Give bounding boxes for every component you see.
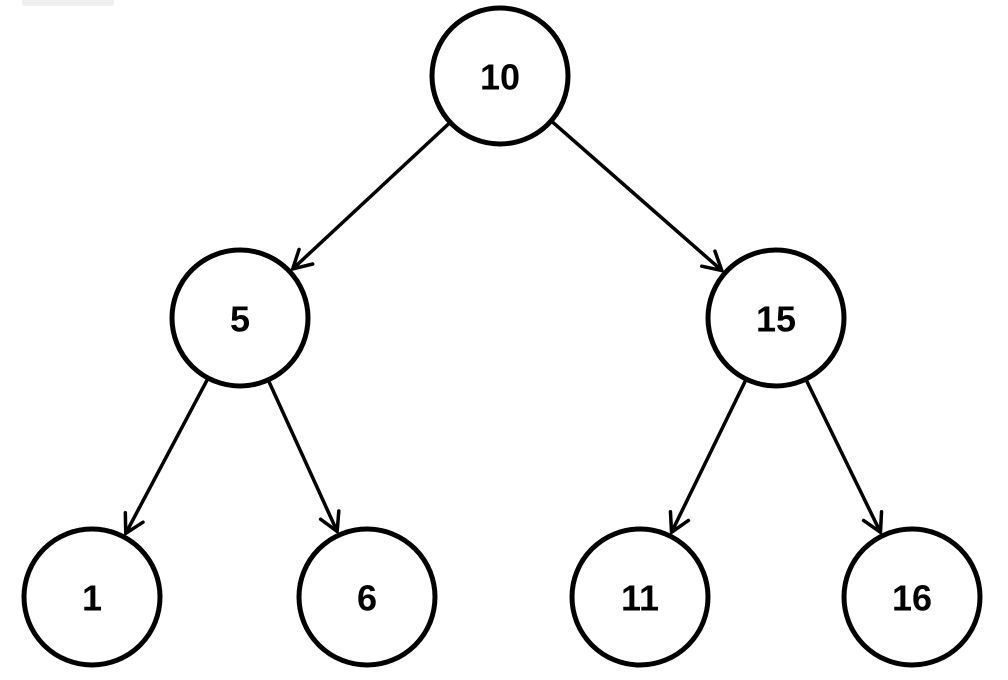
node-label: 5 <box>230 299 250 340</box>
node-circle <box>705 247 847 389</box>
tree-node-5: 5 <box>169 247 311 389</box>
node-label: 11 <box>621 578 659 619</box>
node-label: 1 <box>82 578 102 619</box>
tree-node-1: 1 <box>21 526 163 668</box>
node-label: 15 <box>756 299 796 340</box>
node-circle <box>429 5 571 147</box>
edge-n15-to-n16 <box>804 378 884 535</box>
edges-layer <box>123 119 884 536</box>
edge-n5-to-n6 <box>266 379 341 534</box>
tree-node-6: 6 <box>296 526 438 668</box>
node-circle <box>569 526 711 668</box>
tree-node-10: 10 <box>429 5 571 147</box>
tree-node-16: 16 <box>841 526 983 668</box>
node-circle <box>841 526 983 668</box>
edge-n10-to-n15 <box>549 119 724 273</box>
edge-n5-to-n1 <box>123 377 210 536</box>
corner-tab <box>22 0 114 6</box>
node-label: 10 <box>480 57 520 98</box>
tree-node-11: 11 <box>569 526 711 668</box>
node-circle <box>21 526 163 668</box>
node-circle <box>169 247 311 389</box>
tree-node-15: 15 <box>705 247 847 389</box>
node-label: 16 <box>892 578 932 619</box>
edge-n15-to-n11 <box>668 378 748 535</box>
node-circle <box>296 526 438 668</box>
node-label: 6 <box>357 578 377 619</box>
edge-n10-to-n5 <box>290 121 452 271</box>
